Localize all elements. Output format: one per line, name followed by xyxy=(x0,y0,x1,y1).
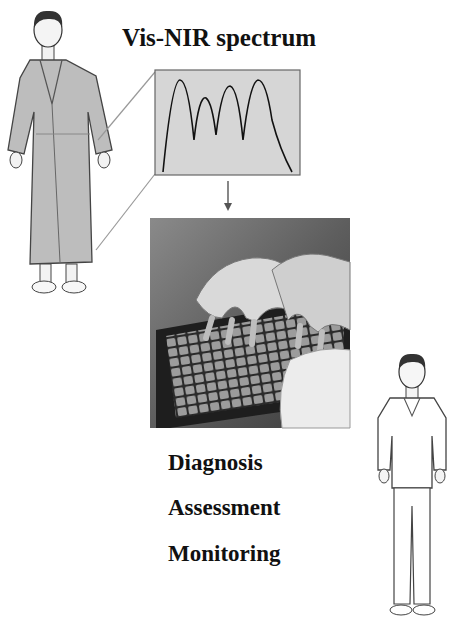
zoom-line xyxy=(96,174,155,250)
outcome-label: Diagnosis xyxy=(168,450,263,476)
spectrum-curve xyxy=(163,80,292,172)
patient-figure xyxy=(8,11,112,293)
outcome-label: Monitoring xyxy=(168,541,280,567)
flow-arrow xyxy=(227,181,228,204)
keyboard-photo xyxy=(150,218,350,428)
doctor-figure xyxy=(378,354,446,615)
spectrum-panel xyxy=(155,70,300,175)
arrow-head xyxy=(224,203,232,211)
spectrum-title: Vis-NIR spectrum xyxy=(122,24,316,53)
outcome-label: Assessment xyxy=(168,495,280,521)
zoom-line xyxy=(98,72,155,140)
